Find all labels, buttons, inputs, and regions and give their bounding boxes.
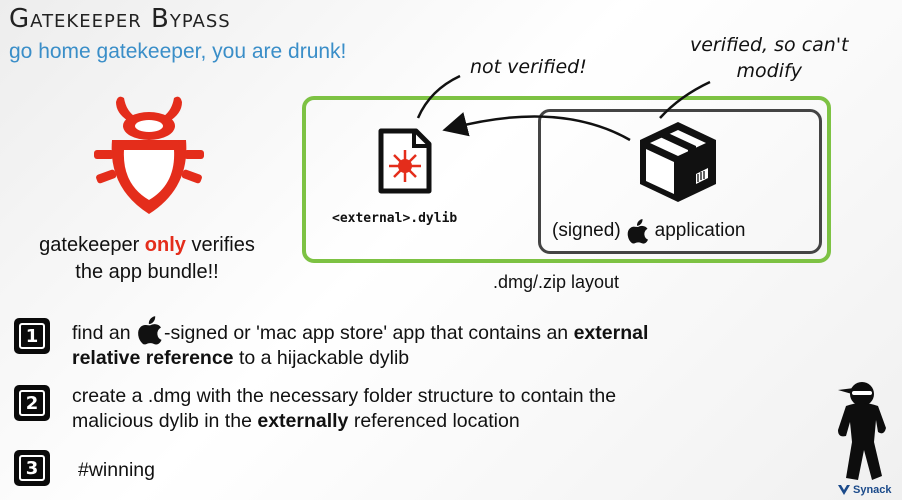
step-2-line2: malicious dylib in the externally refere… [72, 409, 852, 434]
page-title: Gatekeeper Bypass [9, 4, 231, 34]
verified-note-line2: modify [736, 60, 802, 82]
only-emphasis: only [144, 234, 186, 256]
step-text: referenced location [348, 410, 520, 432]
verified-note-line1: verified, so can't [690, 34, 849, 56]
apple-logo-icon [138, 316, 162, 345]
step-2-text: create a .dmg with the necessary folder … [72, 384, 852, 434]
ninja-mascot-icon [838, 382, 886, 480]
dylib-label: <external>.dylib [332, 211, 458, 226]
step-text: to a hijackable dylib [233, 347, 410, 369]
step-1-line1: find an -signed or 'mac app store' app t… [72, 315, 852, 346]
synack-logo: Synack [838, 484, 892, 496]
step-2-badge: 2 [14, 385, 50, 421]
step-text: -signed or 'mac app store' app that cont… [163, 322, 574, 344]
step-3-badge: 3 [14, 450, 50, 486]
signed-label: (signed) [552, 220, 621, 241]
bug-icon [94, 96, 204, 214]
step-1-text: find an -signed or 'mac app store' app t… [72, 315, 852, 371]
step-text: malicious dylib in the [72, 410, 258, 432]
step-emphasis: relative reference [72, 347, 234, 369]
dylib-file-icon [378, 128, 432, 194]
step-emphasis: externally [257, 410, 349, 432]
gatekeeper-note-line2: the app bundle!! [75, 261, 219, 283]
application-label: application [654, 220, 746, 241]
step-1-line2: relative reference to a hijackable dylib [72, 346, 852, 371]
step-text: find an [72, 322, 136, 344]
verified-note: verified, so can't modify [690, 32, 849, 84]
step-number: 3 [19, 455, 45, 481]
package-icon [640, 122, 716, 202]
layout-caption: .dmg/.zip layout [493, 272, 620, 292]
step-3-text: #winning [78, 459, 155, 481]
signed-app-label: (signed) application [552, 218, 746, 244]
gatekeeper-note-line1: gatekeeper only verifies [0, 232, 294, 259]
brand-name: Synack [853, 484, 892, 496]
apple-logo-icon [627, 219, 648, 244]
step-number: 1 [19, 323, 45, 349]
gatekeeper-note: gatekeeper only verifies the app bundle!… [0, 232, 294, 286]
note-text: gatekeeper [39, 234, 145, 256]
page-subtitle: go home gatekeeper, you are drunk! [9, 40, 347, 63]
synack-mark-icon [838, 485, 850, 495]
step-number: 2 [19, 390, 45, 416]
step-emphasis: external [573, 322, 649, 344]
step-2-line1: create a .dmg with the necessary folder … [72, 385, 617, 407]
note-text: verifies [185, 234, 255, 256]
step-1-badge: 1 [14, 318, 50, 354]
not-verified-note: not verified! [470, 56, 587, 78]
dmg-layout-box [302, 96, 831, 263]
